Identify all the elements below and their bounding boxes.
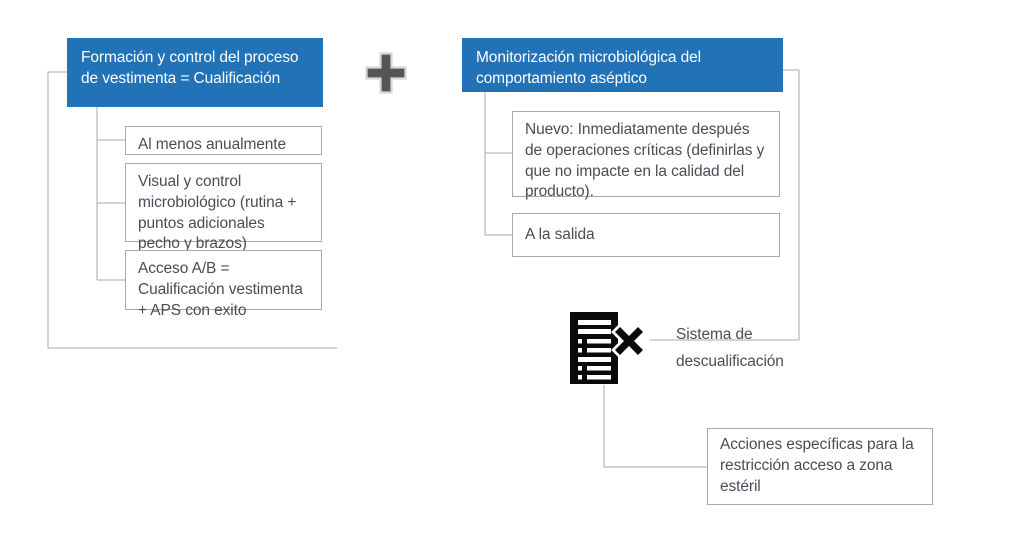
left-branch-header[interactable]: Formación y control del proceso de vesti… <box>67 38 323 107</box>
left-item-box[interactable]: Al menos anualmente <box>125 126 322 155</box>
plus-icon <box>364 51 408 95</box>
outcome-connector <box>603 385 707 468</box>
right-item-box[interactable]: A la salida <box>512 213 780 257</box>
left-item-box[interactable]: Visual y control microbiológico (rutina … <box>125 163 322 252</box>
right-branch-header[interactable]: Monitorización microbiológica del compor… <box>462 38 783 92</box>
left-item-box[interactable]: Acceso A/B = Cualificación vestimenta + … <box>125 250 322 319</box>
outcome-label-line-1: Sistema de <box>676 326 753 343</box>
document-disqualify-icon <box>566 310 647 391</box>
outcome-label-line-2: descualificación <box>676 352 784 370</box>
outcome-label: Sistema de descualificación <box>676 322 856 375</box>
outcome-action-box[interactable]: Acciones específicas para la restricción… <box>707 428 933 505</box>
right-item-box[interactable]: Nuevo: Inmediatamente después de operaci… <box>512 111 780 200</box>
